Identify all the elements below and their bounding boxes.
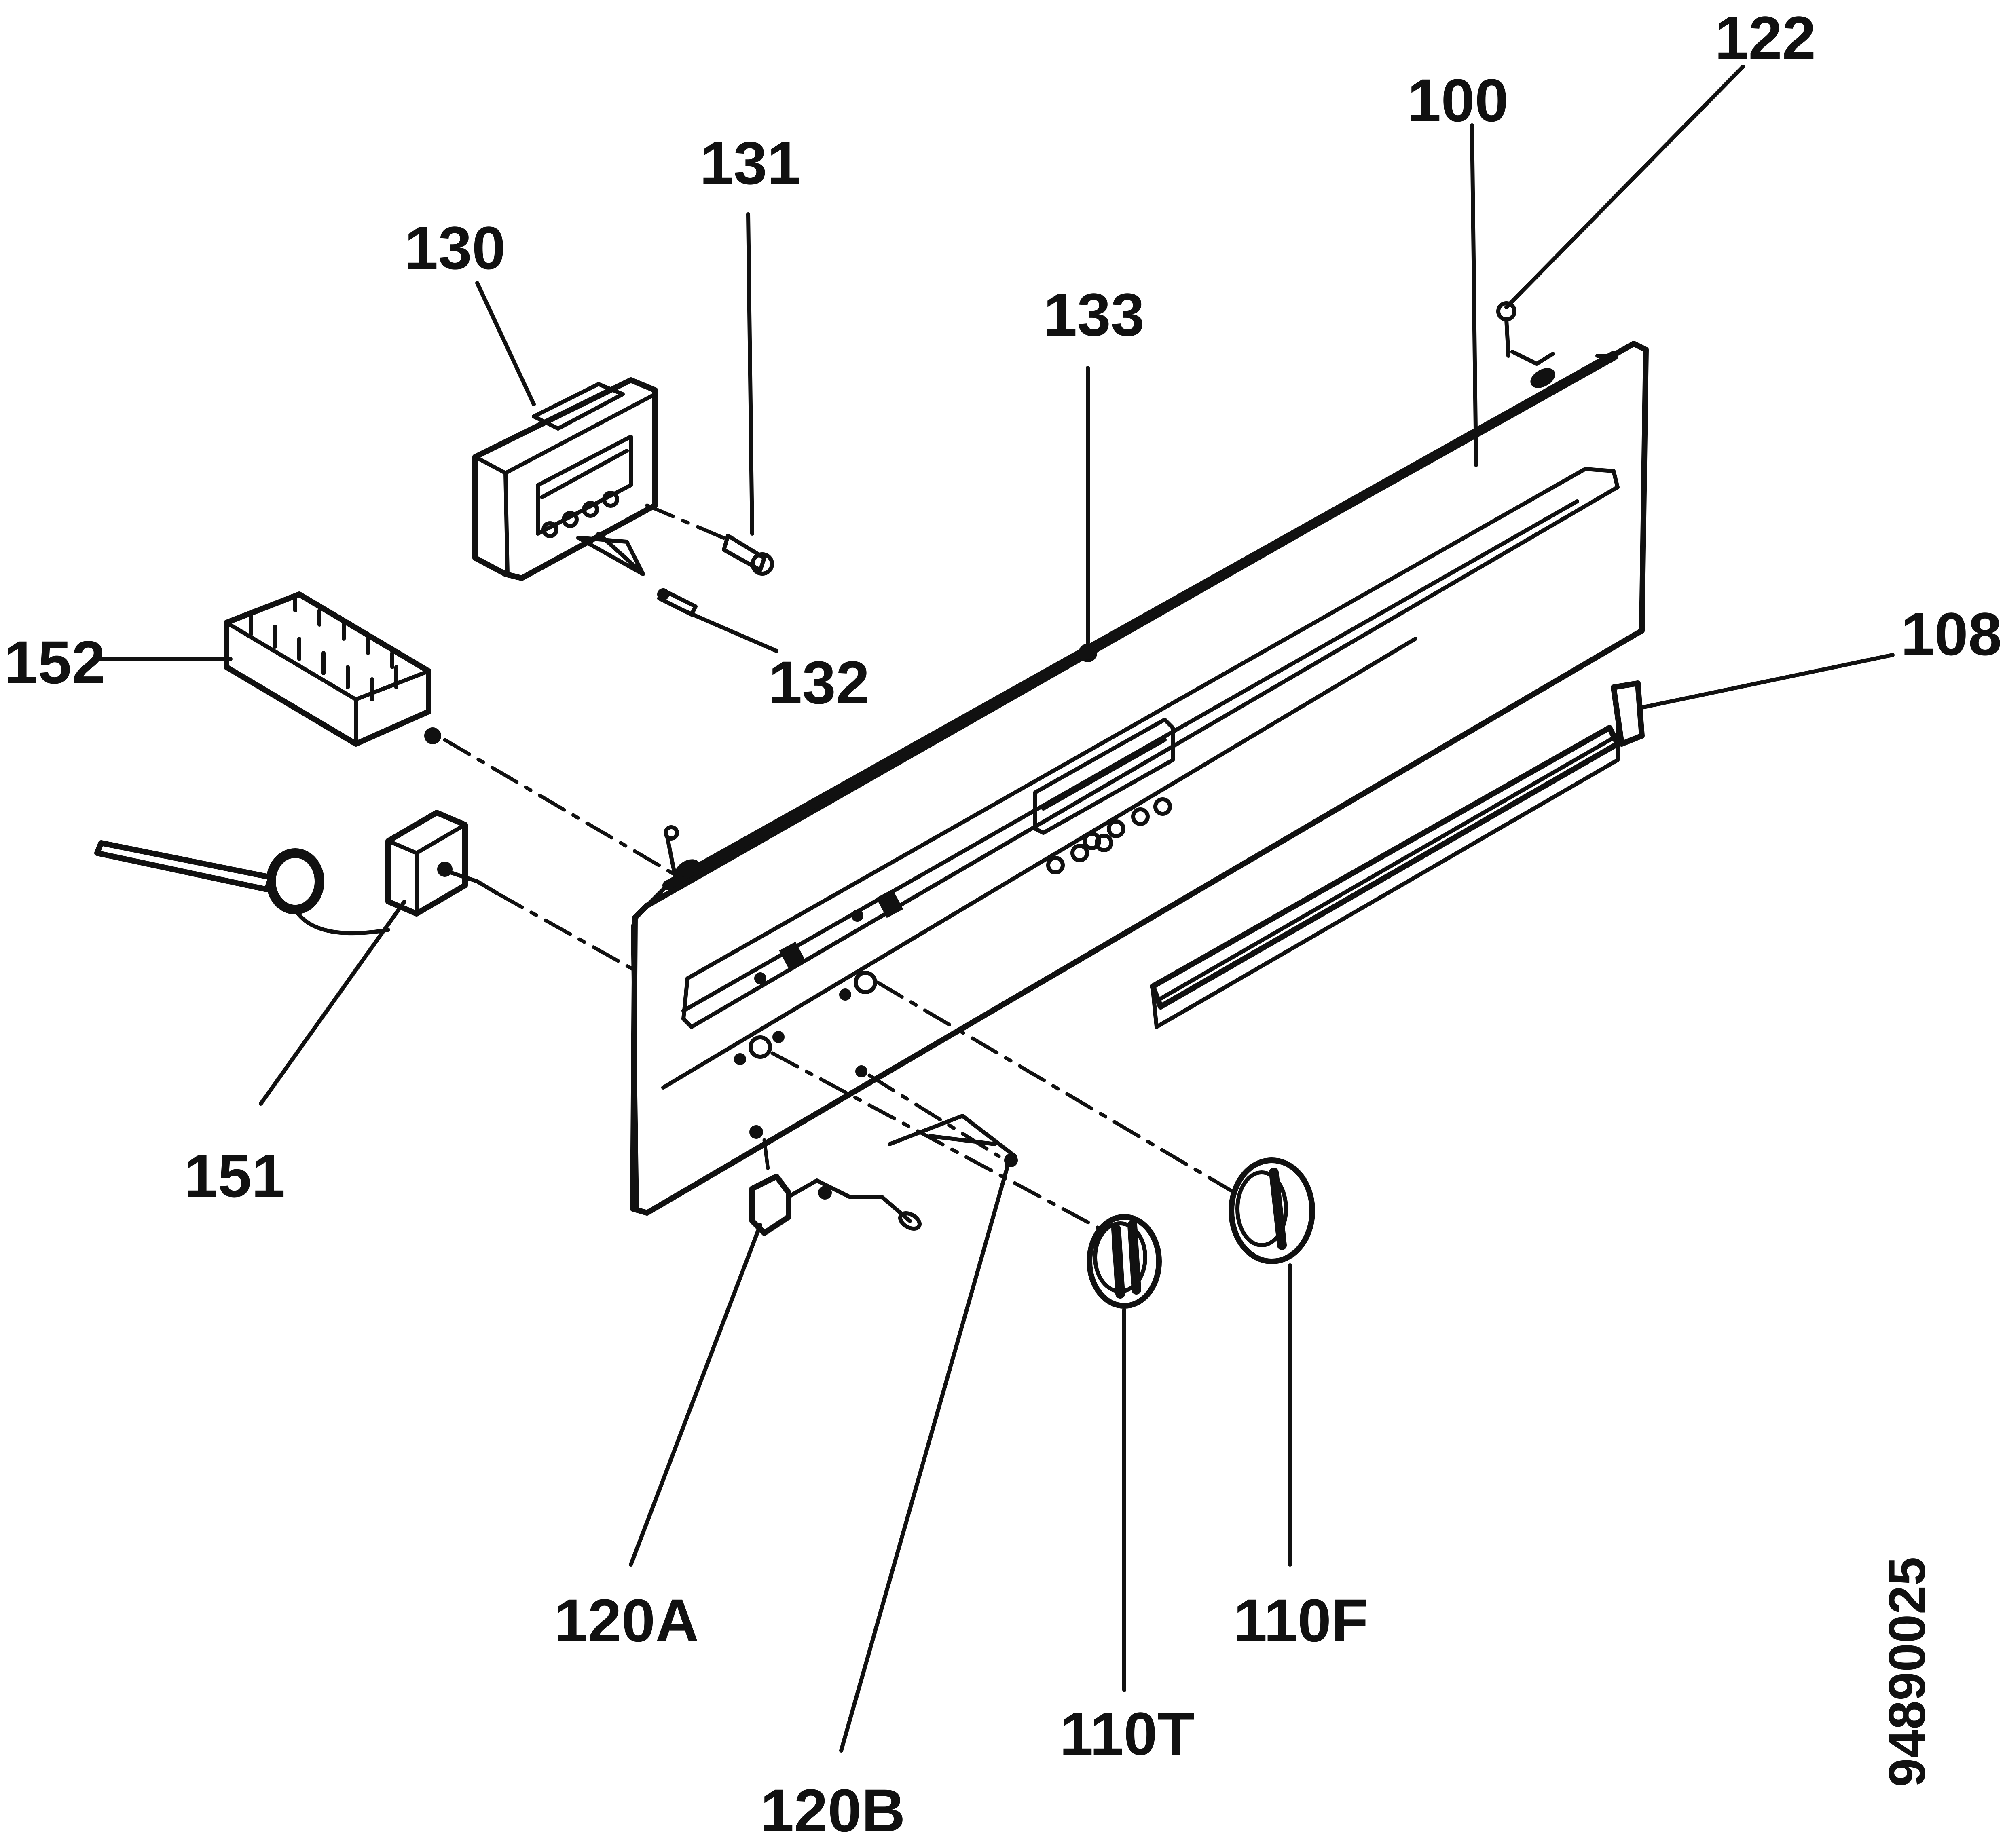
screw-part-122 xyxy=(1496,301,1555,388)
switch-part-120B xyxy=(888,1114,1018,1167)
knob-part-110T xyxy=(1087,1214,1162,1309)
label-133: 133 xyxy=(1043,281,1144,348)
label-131: 131 xyxy=(700,129,801,197)
control-panel-part-100 xyxy=(630,341,1649,1216)
document-number: 94890025 xyxy=(1878,1557,1936,1787)
label-130: 130 xyxy=(404,214,505,282)
label-152: 152 xyxy=(4,628,105,696)
knob-part-110F xyxy=(1229,1157,1315,1264)
label-100: 100 xyxy=(1407,66,1508,134)
label-108: 108 xyxy=(1901,600,2002,668)
thermostat-part-151 xyxy=(94,810,499,936)
label-132: 132 xyxy=(768,648,869,716)
callout-labels: 130 131 132 133 100 122 108 152 151 120A… xyxy=(4,4,2002,1844)
assembly-lines xyxy=(443,503,1244,1235)
label-122: 122 xyxy=(1715,4,1816,72)
timer-module-part-130 xyxy=(472,377,658,581)
fixing-part-131 xyxy=(722,534,774,576)
trim-strip-part-108 xyxy=(1150,680,1645,1029)
leader-lines xyxy=(95,65,1895,1753)
label-151: 151 xyxy=(184,1142,285,1210)
label-110F: 110F xyxy=(1233,1586,1368,1654)
label-120A: 120A xyxy=(554,1586,699,1654)
label-120B: 120B xyxy=(760,1776,905,1844)
terminal-block-part-152 xyxy=(224,591,441,747)
label-110T: 110T xyxy=(1060,1700,1195,1768)
switch-part-120A xyxy=(749,1174,922,1236)
